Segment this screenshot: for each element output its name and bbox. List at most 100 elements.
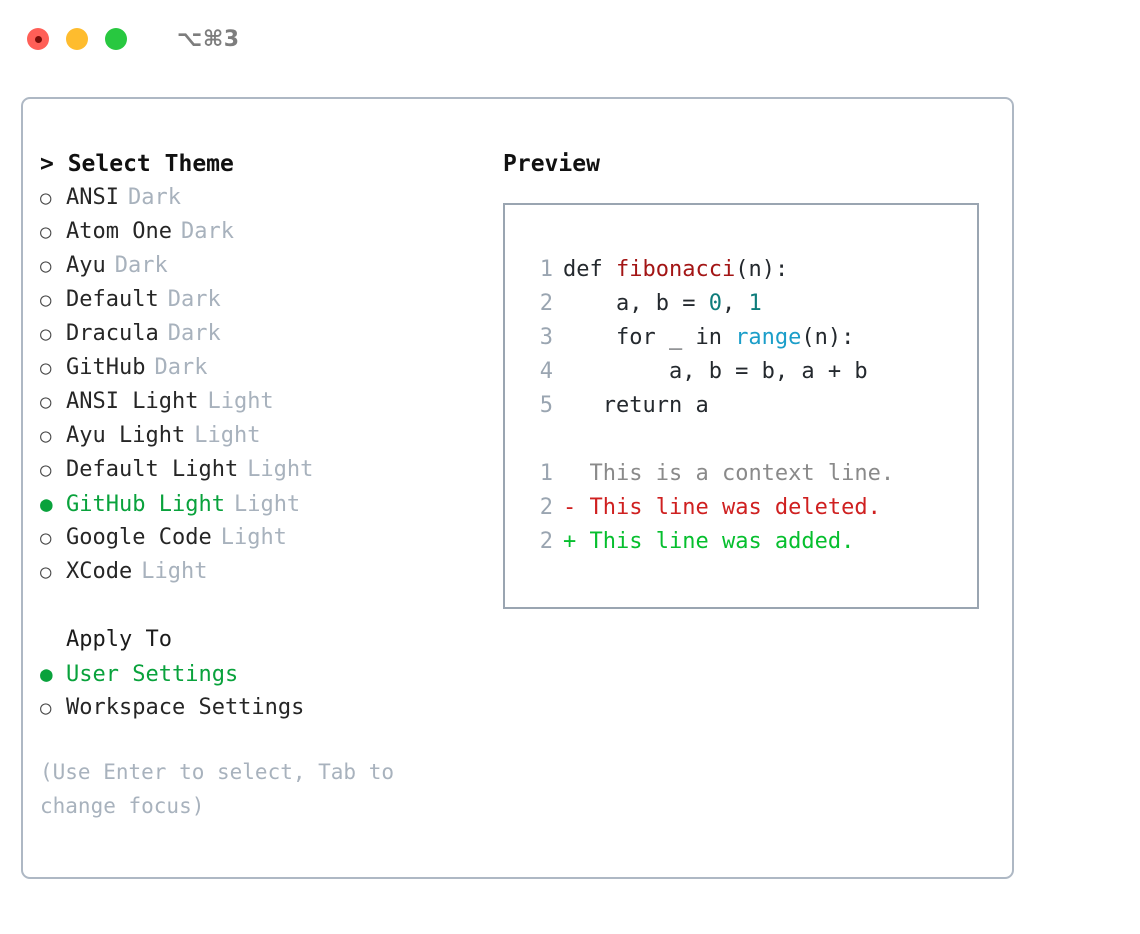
diff-prefix-marker: +: [563, 529, 577, 554]
code-token-plain: (n):: [801, 325, 855, 350]
section-spacer: [40, 589, 503, 623]
code-line-number: 3: [539, 325, 553, 350]
theme-option-atom-one[interactable]: ○ Atom One Dark: [40, 215, 503, 249]
code-token-plain: a, b =: [563, 291, 709, 316]
code-line-text: a, b = 0, 1: [563, 287, 762, 321]
theme-option-badge: Dark: [180, 219, 234, 244]
theme-option-label: Google Code: [66, 525, 212, 550]
maximize-icon[interactable]: [105, 28, 127, 50]
theme-option-badge: Dark: [167, 287, 221, 312]
code-line: 3 for _ in range(n):: [521, 321, 977, 355]
theme-option-badge: Light: [141, 559, 208, 584]
radio-selected-icon: ●: [40, 492, 53, 516]
diff-sample: 1 This is a context line.2- This line wa…: [521, 457, 977, 559]
code-line: 4 a, b = b, a + b: [521, 355, 977, 389]
code-token-plain: return a: [563, 393, 709, 418]
radio-unselected-icon: ○: [40, 527, 52, 549]
code-blank-line: [521, 423, 977, 457]
keyboard-shortcut-label: ⌥⌘3: [177, 26, 240, 52]
theme-option-label: ANSI Light: [66, 389, 199, 414]
code-line-text: for _ in range(n):: [563, 321, 854, 355]
code-line: 5 return a: [521, 389, 977, 423]
theme-option-ayu-light[interactable]: ○ Ayu Light Light: [40, 419, 503, 453]
code-token-keyword: def: [563, 257, 616, 282]
code-token-number: 1: [748, 291, 762, 316]
diff-gap: [576, 525, 589, 559]
diff-line-deleted: 2- This line was deleted.: [521, 491, 977, 525]
radio-unselected-icon: ○: [40, 459, 52, 481]
theme-option-badge: Dark: [127, 185, 181, 210]
apply-to-list[interactable]: ●User Settings ○ Workspace Settings: [40, 657, 503, 725]
diff-line-number: 2: [539, 495, 553, 520]
apply-to-option-workspace-settings[interactable]: ○ Workspace Settings: [40, 691, 503, 725]
code-token-plain: a, b = b, a + b: [563, 359, 868, 384]
radio-unselected-icon: ○: [40, 323, 52, 345]
close-icon[interactable]: [27, 28, 49, 50]
radio-unselected-icon: ○: [40, 561, 52, 583]
diff-gap: [576, 491, 589, 525]
diff-line-number: 2: [539, 529, 553, 554]
radio-unselected-icon: ○: [40, 221, 52, 243]
apply-to-heading: Apply To: [66, 627, 172, 652]
theme-option-badge: Light: [233, 492, 301, 517]
theme-option-label: GitHub Light: [66, 492, 225, 517]
code-token-plain: ,: [721, 291, 749, 316]
theme-option-default[interactable]: ○ Default Dark: [40, 283, 503, 317]
code-token-number: 0: [708, 291, 722, 316]
preview-heading: Preview: [503, 151, 600, 177]
code-line-number: 2: [539, 291, 553, 316]
theme-option-label: Atom One: [66, 219, 172, 244]
theme-option-label: Default: [66, 287, 159, 312]
code-line-text: return a: [563, 389, 709, 423]
theme-option-label: XCode: [66, 559, 133, 584]
code-line-text: a, b = b, a + b: [563, 355, 868, 389]
theme-option-github[interactable]: ○ GitHub Dark: [40, 351, 503, 385]
title-bar: ⌥⌘3: [0, 0, 1140, 78]
theme-option-badge: Dark: [154, 355, 208, 380]
theme-option-ansi[interactable]: ○ ANSI Dark: [40, 181, 503, 215]
radio-unselected-icon: ○: [40, 697, 52, 719]
diff-prefix-marker: [563, 457, 576, 491]
radio-unselected-icon: ○: [40, 357, 52, 379]
apply-to-option-user-settings[interactable]: ●User Settings: [40, 657, 503, 691]
diff-line-text: This line was deleted.: [589, 495, 881, 520]
code-token-plain: (n):: [735, 257, 789, 282]
theme-option-label: Ayu Light: [66, 423, 186, 448]
radio-unselected-icon: ○: [40, 187, 52, 209]
code-token-builtin: range: [735, 325, 802, 350]
theme-option-label: Dracula: [66, 321, 159, 346]
theme-option-label: Ayu: [66, 253, 106, 278]
code-line-number: 5: [539, 393, 553, 418]
apply-to-option-label: Workspace Settings: [66, 695, 305, 720]
keyboard-hint-text: (Use Enter to select, Tab to change focu…: [40, 760, 395, 818]
code-line: 2 a, b = 0, 1: [521, 287, 977, 321]
apply-to-option-label: User Settings: [66, 662, 239, 687]
radio-unselected-icon: ○: [40, 289, 52, 311]
theme-option-label: ANSI: [66, 185, 119, 210]
radio-unselected-icon: ○: [40, 391, 52, 413]
code-line-text: def fibonacci(n):: [563, 253, 788, 287]
diff-line-text: This line was added.: [589, 529, 855, 554]
theme-option-ansi-light[interactable]: ○ ANSI Light Light: [40, 385, 503, 419]
diff-line-added: 2 + This line was added.: [521, 525, 977, 559]
theme-option-github-light[interactable]: ● GitHub Light Light: [40, 487, 503, 521]
minimize-icon[interactable]: [66, 28, 88, 50]
theme-option-badge: Light: [194, 423, 261, 448]
radio-unselected-icon: ○: [40, 425, 52, 447]
theme-option-label: GitHub: [66, 355, 146, 380]
theme-option-xcode[interactable]: ○ XCode Light: [40, 555, 503, 589]
theme-option-badge: Light: [207, 389, 274, 414]
diff-line-text: This is a context line.: [589, 461, 895, 486]
theme-option-badge: Light: [247, 457, 314, 482]
code-token-plain: for _ in: [563, 325, 736, 350]
